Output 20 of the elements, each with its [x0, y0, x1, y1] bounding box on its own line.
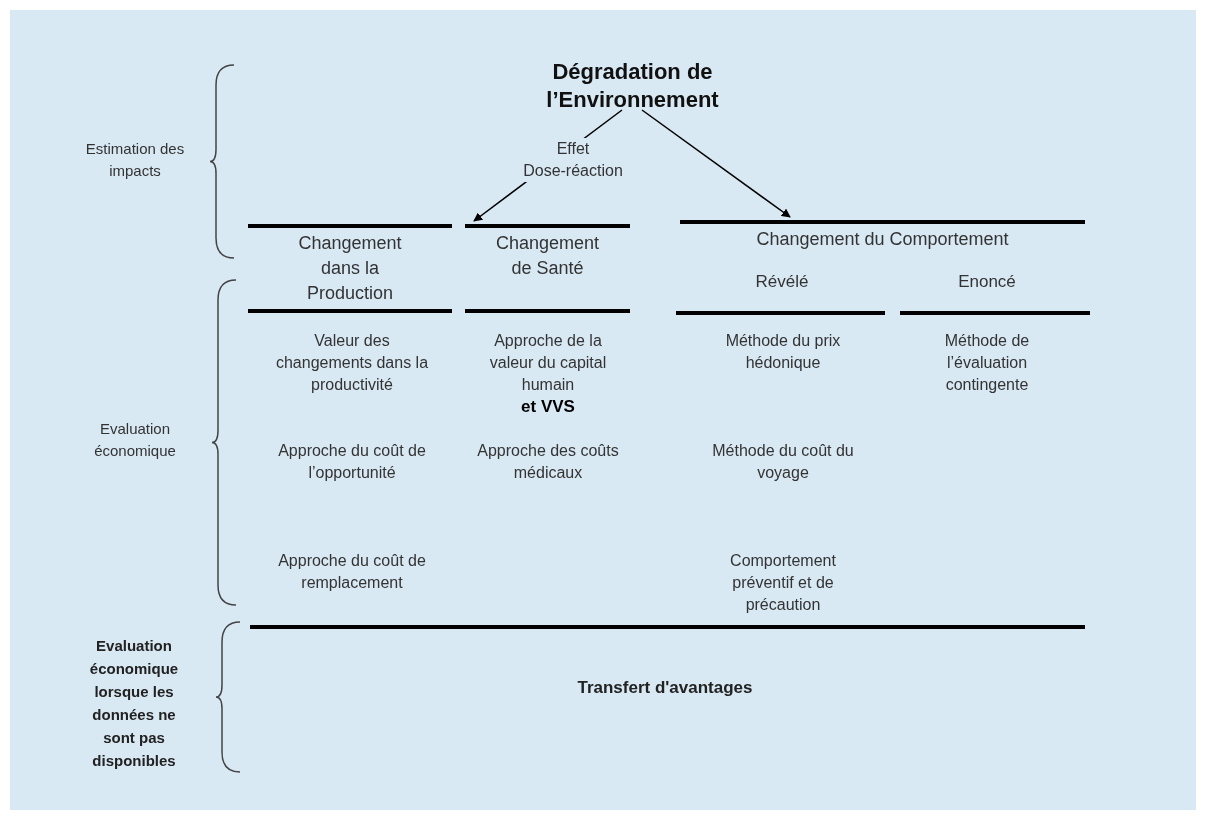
title-heading: Dégradation de l’Environnement — [500, 58, 765, 114]
text-label: Enoncé — [957, 271, 1017, 293]
text-label: Révélé — [754, 271, 810, 293]
text-label: Evaluation économique — [93, 419, 177, 461]
text-label: Approche du coût de l’opportunité — [277, 441, 427, 483]
text-label: Approche du coût de remplacement — [277, 551, 427, 593]
section-heading: Transfert d'avantages — [576, 677, 754, 699]
text-label: Approche des coûts médicaux — [476, 441, 620, 483]
text-label: Comportement préventif et de précaution — [729, 551, 837, 615]
text-label: Approche de la valeur du capital humain et VVS — [488, 331, 608, 418]
text-label: Valeur des changements dans la productivité — [274, 331, 430, 395]
text-label: Méthode du prix hédonique — [724, 331, 842, 373]
arrow — [641, 109, 791, 218]
text-label: Estimation des impacts — [85, 139, 185, 181]
column-header: Changement de Santé — [465, 224, 630, 310]
text-label: Méthode du coût du voyage — [711, 441, 855, 483]
text-label: Méthode de l’évaluation contingente — [943, 331, 1031, 395]
column-header: Changement dans la Production — [248, 224, 452, 310]
column-header: Changement du Comportement — [680, 220, 1085, 260]
text-label: Evaluation économique lorsque les données ne sont pas disponibles — [88, 636, 180, 771]
